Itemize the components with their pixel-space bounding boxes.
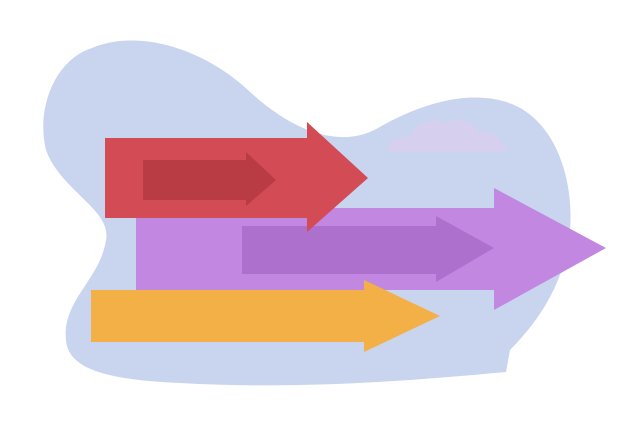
red-arrow-icon [105, 122, 368, 232]
purple-arrow-icon [136, 188, 606, 310]
orange-arrow-icon [91, 280, 440, 352]
cloud-icon [388, 119, 506, 152]
purple-arrow-inner [242, 216, 494, 282]
red-arrow-inner [143, 152, 276, 206]
